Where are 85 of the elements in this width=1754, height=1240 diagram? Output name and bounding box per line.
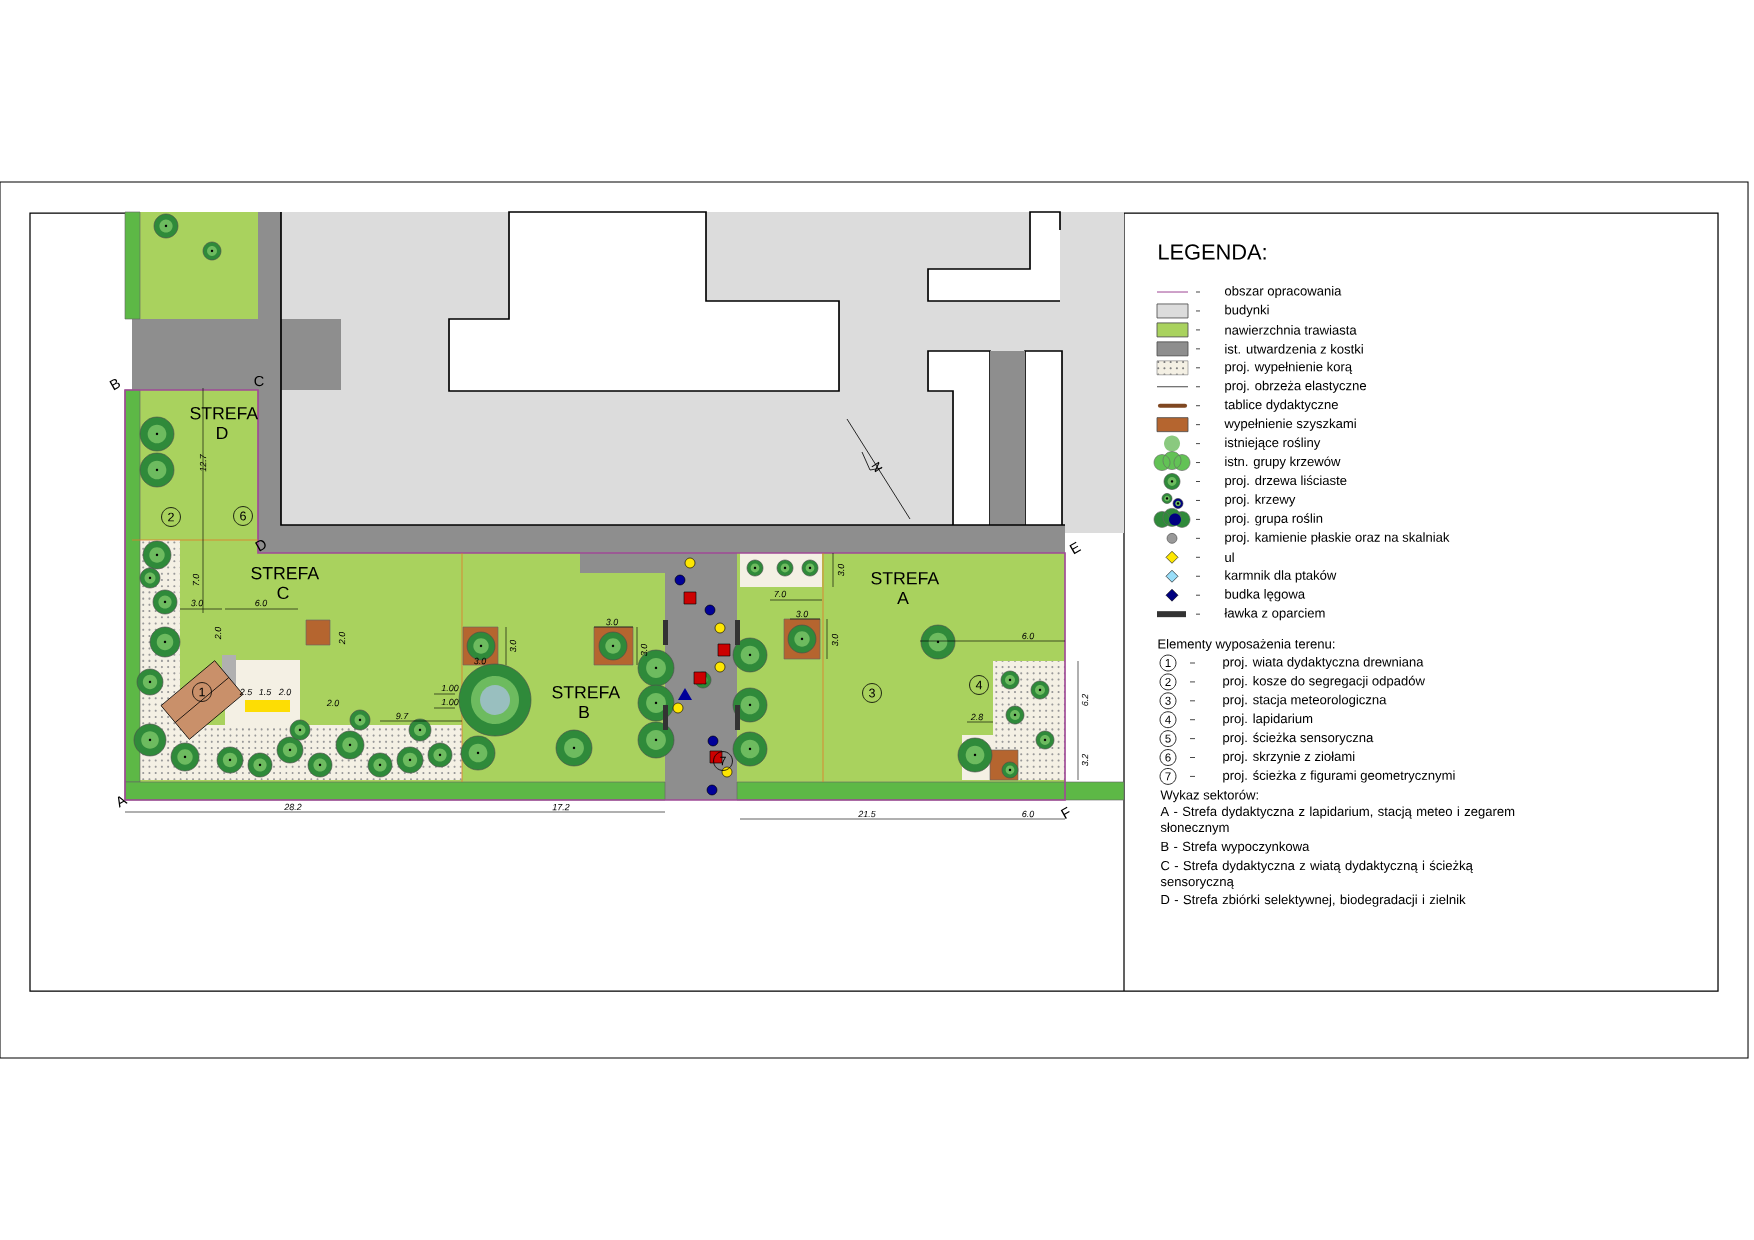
equipment-description: proj. ścieżka z figurami geometrycznymi (1223, 770, 1455, 783)
legend-label: budynki (1225, 304, 1269, 318)
callout-number: 4 (969, 675, 989, 695)
legend-label: budka lęgowa (1225, 589, 1306, 602)
legend-label: obszar opracowania (1225, 285, 1342, 299)
legend-label: proj. kamienie płaskie oraz na skalniak (1225, 532, 1450, 545)
dimension-label: 6.0 (255, 599, 268, 607)
dimension-label: 6.0 (1022, 810, 1035, 818)
list-heading: Wykaz sektorów: (1160, 789, 1258, 803)
legend-label: ul (1225, 552, 1234, 563)
zone-label: STREFA D (190, 407, 259, 440)
callout-number: 6 (1159, 749, 1177, 766)
zone-label: STREFA A (871, 572, 940, 605)
callout-number: 1 (192, 682, 212, 702)
sector-description: B - Strefa wypoczynkowa (1161, 841, 1310, 854)
legend-label: ławka z oparciem (1224, 608, 1325, 621)
legend-label: proj. obrzeża elastyczne (1225, 380, 1367, 393)
north-label: N (871, 461, 883, 473)
dimension-label: 2.8 (970, 713, 984, 721)
dimension-label: 3.0 (640, 643, 648, 656)
legend-label: karmnik dla ptaków (1225, 570, 1337, 583)
dimension-label: 3.0 (474, 657, 487, 665)
equipment-description: proj. kosze do segregacji odpadów (1223, 675, 1425, 689)
zone-label: STREFA B (552, 686, 621, 719)
callout-number: 2 (1159, 673, 1177, 691)
legend-label: proj. wypełnienie korą (1225, 361, 1353, 374)
legend-label: istn. grupy krzewów (1225, 456, 1341, 469)
dimension-label: 3.0 (831, 633, 839, 646)
equipment-description: proj. wiata dydaktyczna drewniana (1223, 656, 1424, 670)
dimension-label: 7.0 (774, 590, 787, 598)
section-letter: D (255, 540, 266, 552)
legend-label: ist. utwardzenia z kostki (1225, 344, 1363, 354)
dimension-label: 3.0 (837, 563, 845, 576)
callout-number: 7 (1159, 768, 1177, 785)
legend-label: proj. drzewa liściaste (1225, 475, 1347, 488)
dimension-label: 3.0 (191, 599, 204, 607)
dimension-label: 6.0 (1022, 632, 1035, 640)
dimension-label: 1.00 (441, 684, 459, 692)
dimension-label: 1.5 (259, 688, 272, 696)
callout-number: 5 (1159, 730, 1177, 747)
sector-description: C - Strefa dydaktyczna z wiatą dydaktyczną i ścieżką sensoryczną (1160, 860, 1473, 889)
callout-number: 6 (233, 506, 253, 526)
dimension-label: 12.7 (199, 454, 207, 472)
callout-number: 1 (1159, 654, 1177, 672)
list-heading: Elementy wyposażenia terenu: (1158, 638, 1335, 652)
dimension-label: 2.5 (239, 688, 253, 696)
equipment-description: proj. skrzynie z ziołami (1223, 751, 1355, 764)
dimension-label: 3.2 (1081, 753, 1089, 766)
legend-label: tablice dydaktyczne (1224, 399, 1338, 412)
equipment-description: proj. lapidarium (1223, 713, 1313, 726)
section-letter: C (254, 375, 264, 387)
callout-number: 7 (713, 751, 733, 771)
sector-description: A - Strefa dydaktyczna z lapidarium, stacją meteo i zegarem słonecznym (1160, 806, 1515, 835)
dimension-label: 21.5 (858, 810, 876, 818)
legend-label: proj. krzewy (1225, 494, 1296, 507)
dimension-label: 17.2 (552, 803, 570, 811)
dimension-label: 7.0 (192, 573, 200, 586)
dimension-label: 2.0 (338, 631, 346, 645)
legend-label: istniejące rośliny (1225, 437, 1321, 450)
dimension-label: 6.2 (1081, 693, 1089, 706)
callout-number: 2 (161, 507, 181, 527)
equipment-description: proj. stacja meteorologiczna (1223, 694, 1387, 707)
dimension-label: 3.0 (796, 610, 809, 618)
sector-description: D - Strefa zbiórki selektywnej, biodegradacji i zielnik (1161, 894, 1466, 907)
legend-label: nawierzchnia trawiasta (1225, 325, 1357, 335)
dimension-label: 2.0 (214, 626, 222, 640)
callout-number: 3 (1159, 692, 1177, 710)
dimension-label: 9.7 (396, 712, 409, 720)
section-letter: A (117, 796, 128, 808)
dimension-label: 3.0 (606, 618, 619, 626)
section-letter: F (1060, 806, 1070, 819)
dimension-label: 28.2 (284, 803, 302, 811)
legend-heading: LEGENDA: (1159, 244, 1266, 260)
equipment-description: proj. ścieżka sensoryczna (1223, 732, 1374, 745)
zone-label: STREFA C (251, 566, 320, 600)
section-letter: B (109, 378, 120, 391)
dimension-label: 3.0 (509, 639, 517, 652)
dimension-label: 2.0 (326, 699, 340, 707)
dimension-label: 1.00 (441, 698, 459, 706)
legend-label: proj. grupa roślin (1225, 513, 1323, 526)
callout-number: 3 (862, 683, 882, 703)
callout-number: 4 (1159, 711, 1177, 729)
legend-label: wypełnienie szyszkami (1224, 418, 1356, 431)
section-letter: E (1069, 541, 1082, 555)
dimension-label: 2.0 (278, 688, 292, 696)
